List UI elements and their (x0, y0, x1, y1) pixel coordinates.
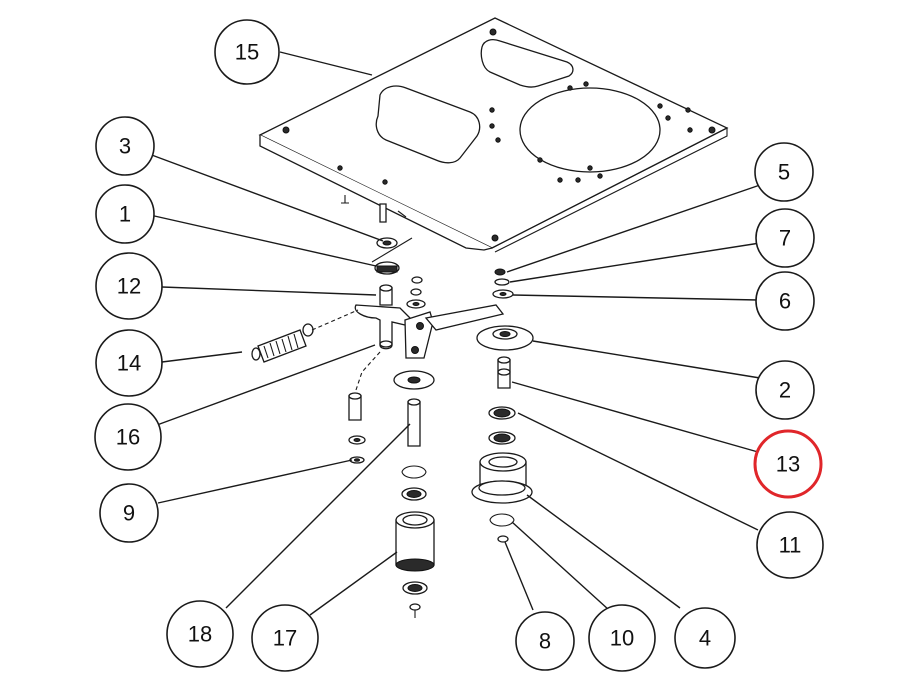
callout-9: 9 (99, 483, 159, 543)
plate-holes (282, 28, 716, 242)
right-assembly (471, 268, 534, 543)
callout-13-highlighted: 13 (753, 429, 823, 499)
svg-text:4: 4 (699, 626, 711, 651)
spring (251, 323, 314, 363)
svg-text:14: 14 (117, 351, 141, 376)
svg-text:3: 3 (119, 134, 131, 159)
svg-text:16: 16 (116, 425, 140, 450)
leader-lines (148, 51, 761, 616)
callout-4: 4 (674, 607, 736, 669)
callout-18: 18 (166, 600, 234, 668)
callout-15: 15 (214, 19, 280, 85)
svg-text:13: 13 (776, 452, 800, 477)
svg-text:12: 12 (117, 274, 141, 299)
left-assembly (251, 237, 505, 618)
svg-text:6: 6 (779, 289, 791, 314)
svg-text:10: 10 (610, 626, 634, 651)
callout-7: 7 (755, 208, 815, 268)
callout-3: 3 (95, 116, 155, 176)
svg-text:11: 11 (779, 533, 802, 558)
svg-text:18: 18 (188, 622, 212, 647)
callout-bubbles: 15 3 1 12 14 16 9 18 (94, 19, 824, 672)
svg-text:17: 17 (273, 626, 297, 651)
callout-14: 14 (95, 329, 163, 397)
svg-text:8: 8 (539, 629, 551, 654)
callout-5: 5 (754, 142, 814, 202)
svg-text:9: 9 (123, 501, 135, 526)
svg-text:1: 1 (119, 202, 131, 227)
callout-6: 6 (755, 271, 815, 331)
callout-16: 16 (94, 403, 162, 471)
callout-2: 2 (755, 360, 815, 420)
callout-8: 8 (515, 611, 575, 671)
callout-12: 12 (95, 252, 163, 320)
svg-text:15: 15 (235, 40, 259, 65)
svg-text:7: 7 (779, 226, 791, 251)
callout-1: 1 (95, 184, 155, 244)
callout-10: 10 (588, 604, 656, 672)
mounting-plate (258, 17, 729, 253)
svg-text:5: 5 (778, 160, 790, 185)
callout-11: 11 (756, 511, 824, 579)
callout-17: 17 (251, 604, 319, 672)
svg-text:2: 2 (779, 378, 791, 403)
